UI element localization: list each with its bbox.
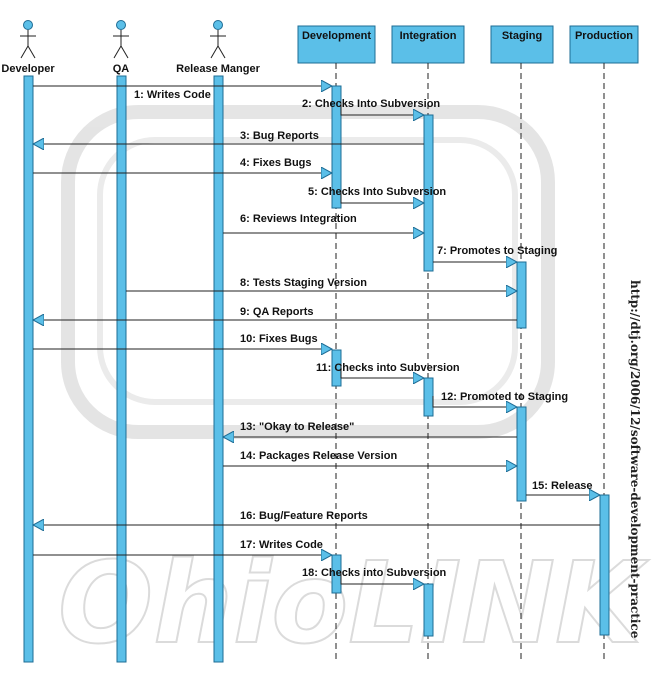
message-17: 17: Writes Code <box>33 539 332 555</box>
message-7-label: 7: Promotes to Staging <box>437 245 557 257</box>
message-8-label: 8: Tests Staging Version <box>240 277 367 289</box>
message-11: 11: Checks into Subversion <box>316 362 460 378</box>
message-3-label: 3: Bug Reports <box>240 130 319 142</box>
message-4: 4: Fixes Bugs <box>33 157 332 173</box>
message-2-label: 2: Checks Into Subversion <box>302 98 440 110</box>
object-staging-label: Staging <box>502 30 542 42</box>
actor-release-manager: Release Manger <box>176 20 261 75</box>
actor-release-manager-label: Release Manger <box>176 63 260 75</box>
message-15: 15: Release <box>526 480 600 495</box>
message-14-label: 14: Packages Release Version <box>240 450 397 462</box>
object-development-label: Development <box>302 30 371 42</box>
object-development: Development <box>297 25 376 64</box>
message-9: 9: QA Reports <box>33 306 517 320</box>
message-5-label: 5: Checks Into Subversion <box>308 186 446 198</box>
actor-qa: QA <box>113 20 130 75</box>
message-13-label: 13: "Okay to Release" <box>240 421 354 433</box>
activation-staging-2 <box>516 406 527 502</box>
message-18-label: 18: Checks into Subversion <box>302 567 447 579</box>
actor-qa-label: QA <box>113 63 130 75</box>
activation-staging-1 <box>516 261 527 329</box>
activation-development-1 <box>331 85 342 209</box>
message-12-label: 12: Promoted to Staging <box>441 391 568 403</box>
message-17-label: 17: Writes Code <box>240 539 323 551</box>
lifeline-qa <box>116 75 127 663</box>
message-6-label: 6: Reviews Integration <box>240 213 357 225</box>
message-4-label: 4: Fixes Bugs <box>240 157 312 169</box>
message-7: 7: Promotes to Staging <box>433 245 557 262</box>
message-8: 8: Tests Staging Version <box>126 277 517 291</box>
message-10: 10: Fixes Bugs <box>33 333 332 349</box>
activation-integration-2 <box>423 377 434 417</box>
message-15-label: 15: Release <box>532 480 593 492</box>
message-13: 13: "Okay to Release" <box>223 421 517 437</box>
message-14: 14: Packages Release Version <box>223 450 517 466</box>
message-5: 5: Checks Into Subversion <box>308 186 446 203</box>
object-staging: Staging <box>490 25 554 64</box>
message-3: 3: Bug Reports <box>33 130 424 144</box>
message-12: 12: Promoted to Staging <box>432 391 568 407</box>
actor-developer: Developer <box>1 20 55 75</box>
activation-integration-1 <box>423 114 434 272</box>
source-url-text: http://dtj.org/2006/12/software-developm… <box>628 280 642 639</box>
object-production-label: Production <box>575 30 633 42</box>
watermark-text: OhioLINK <box>58 539 649 669</box>
object-integration: Integration <box>391 25 465 64</box>
message-16: 16: Bug/Feature Reports <box>33 510 600 525</box>
message-9-label: 9: QA Reports <box>240 306 314 318</box>
message-6: 6: Reviews Integration <box>223 213 424 233</box>
lifeline-release-manager <box>213 75 224 663</box>
watermark: OhioLINK <box>57 105 650 670</box>
message-10-label: 10: Fixes Bugs <box>240 333 318 345</box>
message-2: 2: Checks Into Subversion <box>302 98 440 115</box>
message-18: 18: Checks into Subversion <box>302 567 447 584</box>
object-production: Production <box>569 25 639 64</box>
message-16-label: 16: Bug/Feature Reports <box>240 510 368 522</box>
message-1-label: 1: Writes Code <box>134 89 211 101</box>
activation-integration-3 <box>423 583 434 637</box>
message-11-label: 11: Checks into Subversion <box>316 362 460 374</box>
lifeline-developer <box>23 75 34 663</box>
object-integration-label: Integration <box>400 30 457 42</box>
actor-developer-label: Developer <box>1 63 55 75</box>
activation-production <box>599 494 610 636</box>
message-1: 1: Writes Code <box>33 86 332 101</box>
